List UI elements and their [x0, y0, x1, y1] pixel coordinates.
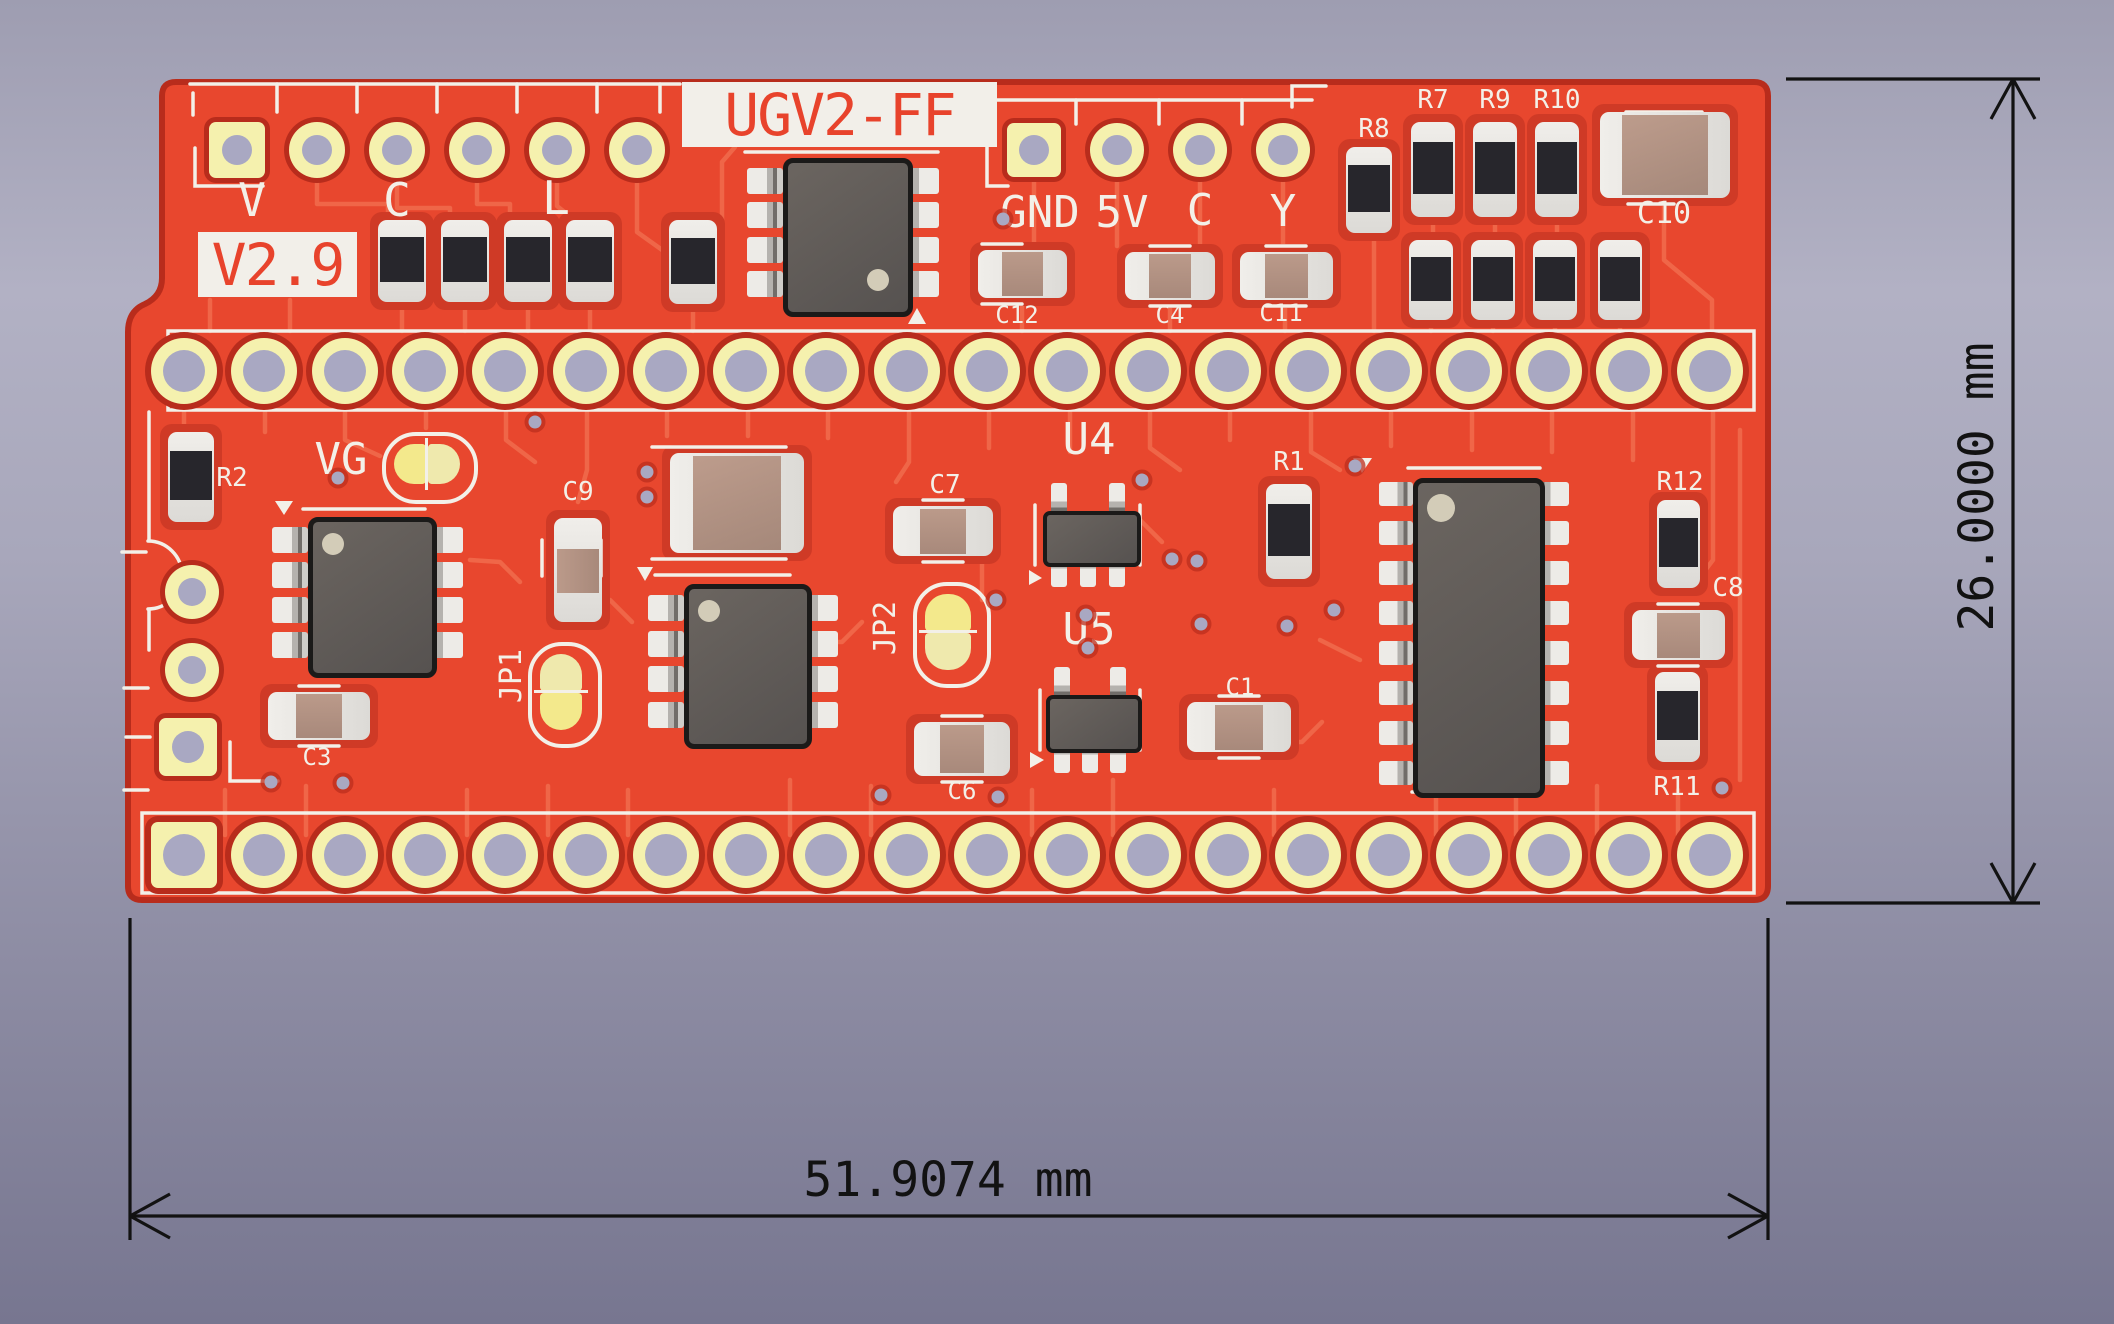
version-box: V2.9: [198, 232, 357, 297]
version-text: V2.9: [211, 230, 346, 299]
height-dimension-label: 26.0000 mm: [1949, 342, 2005, 632]
board-title-text: UGV2-FF: [724, 80, 956, 149]
width-dimension-label: 51.9074 mm: [803, 1152, 1093, 1208]
board-title-banner: UGV2-FF: [682, 82, 997, 147]
dimension-lines: [128, 77, 2040, 1240]
silkscreen-graphics: [120, 82, 1756, 895]
pin1-triangles: [275, 308, 1372, 768]
